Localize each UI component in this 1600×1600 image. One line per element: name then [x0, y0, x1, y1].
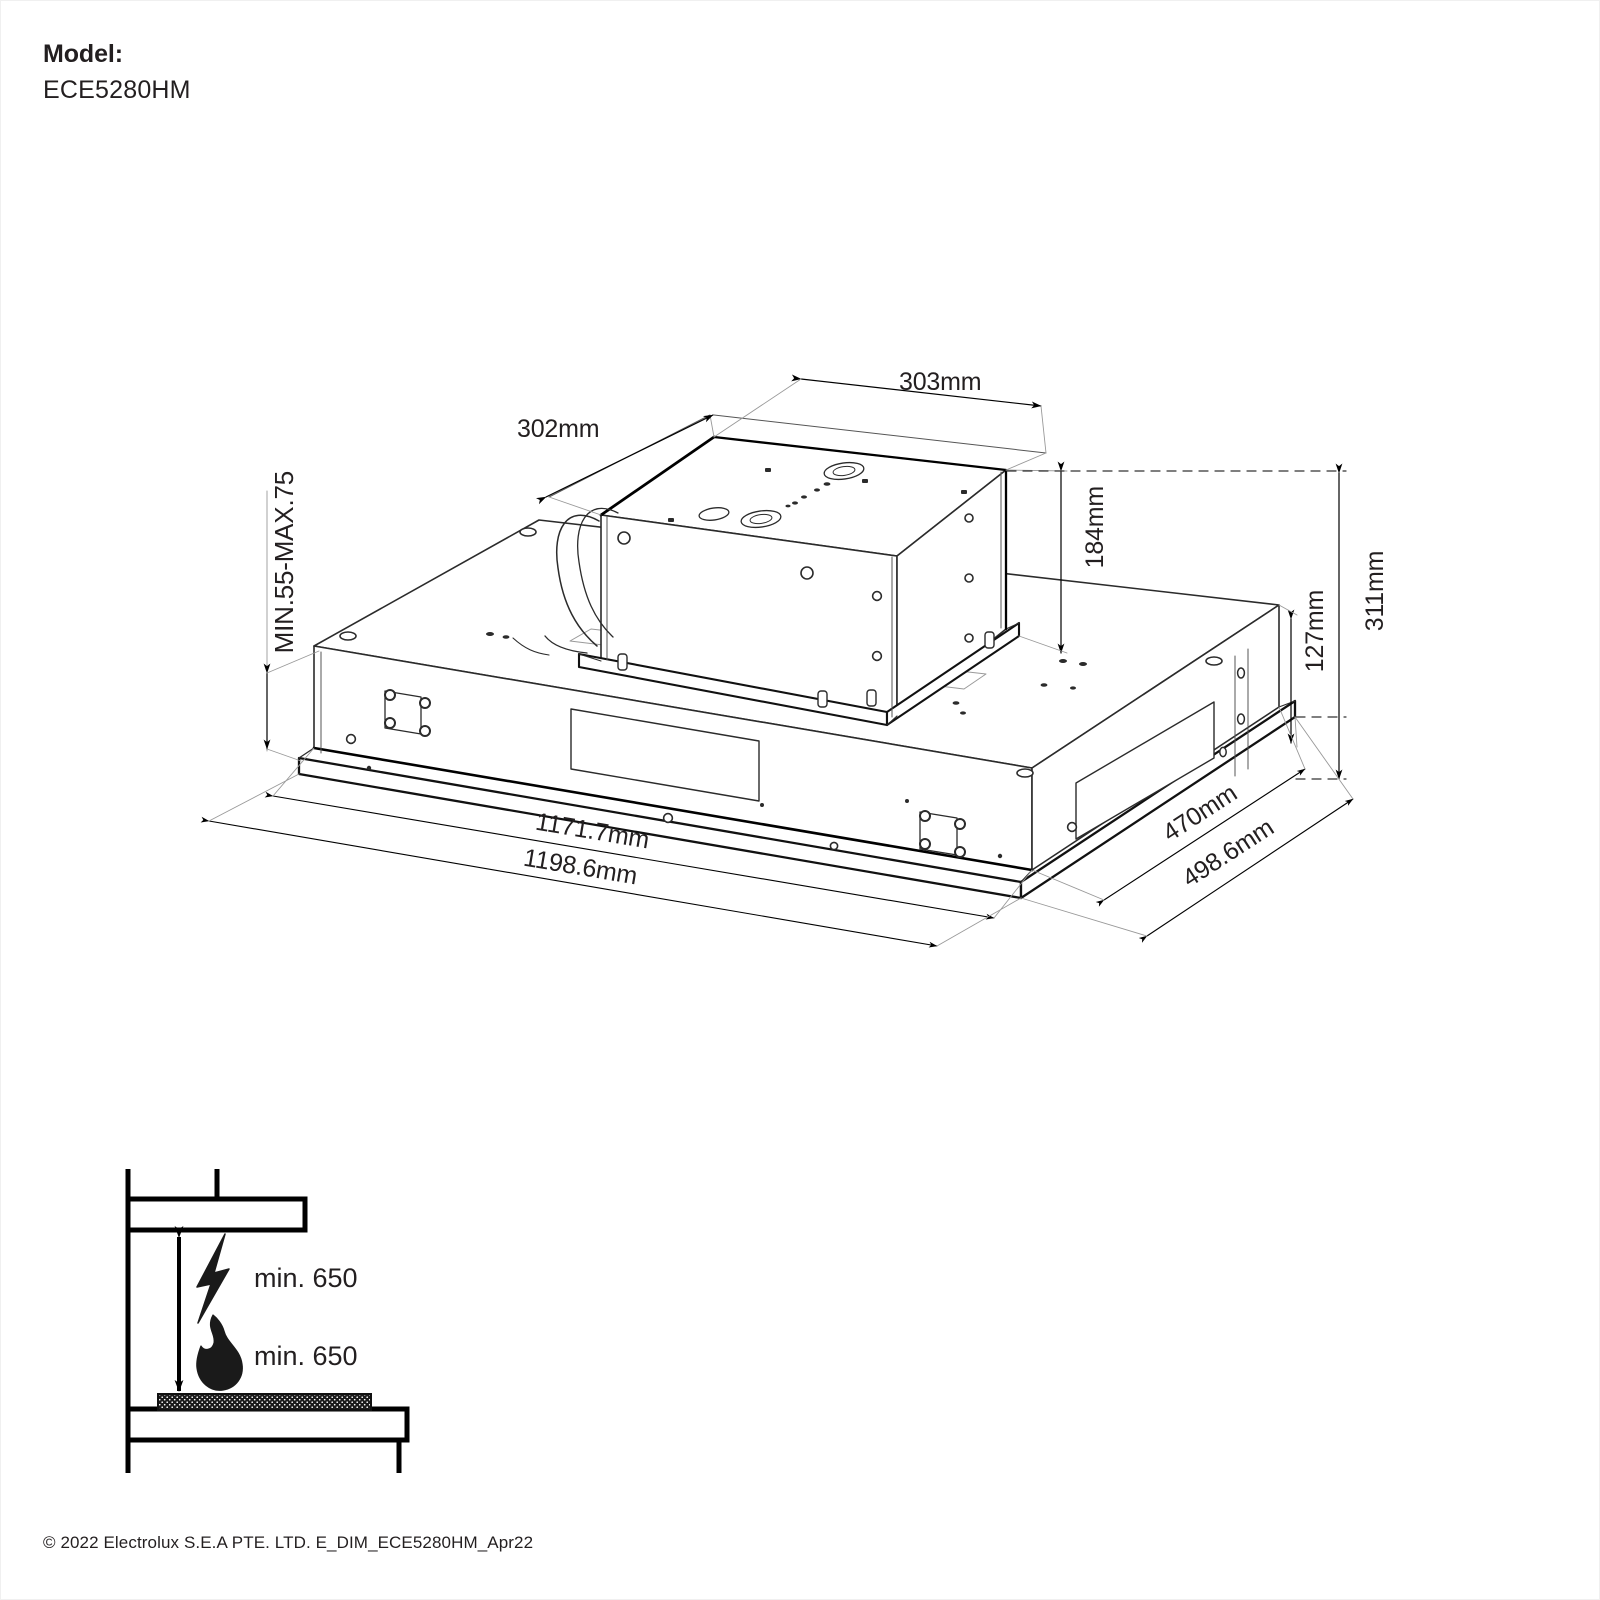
dim-recess-height: MIN.55-MAX.75	[269, 471, 299, 654]
flame-icon	[196, 1314, 243, 1391]
dim-motor-height: 184mm	[1081, 486, 1109, 569]
copyright-footer: © 2022 Electrolux S.E.A PTE. LTD. E_DIM_…	[43, 1533, 534, 1552]
gas-clearance-label: min. 650	[254, 1341, 358, 1371]
dim-motor-depth: 302mm	[517, 415, 600, 443]
dim-total-height: 311mm	[1361, 550, 1389, 632]
dim-motor-width: 303mm	[899, 368, 982, 396]
dim-body-height: 127mm	[1301, 589, 1329, 673]
electric-clearance-label: min. 650	[254, 1263, 358, 1293]
lightning-bolt-icon	[196, 1233, 230, 1324]
model-number: ECE5280HM	[43, 75, 191, 104]
page-title: Model: ECE5280HM	[43, 37, 191, 108]
model-label: Model:	[43, 40, 123, 68]
